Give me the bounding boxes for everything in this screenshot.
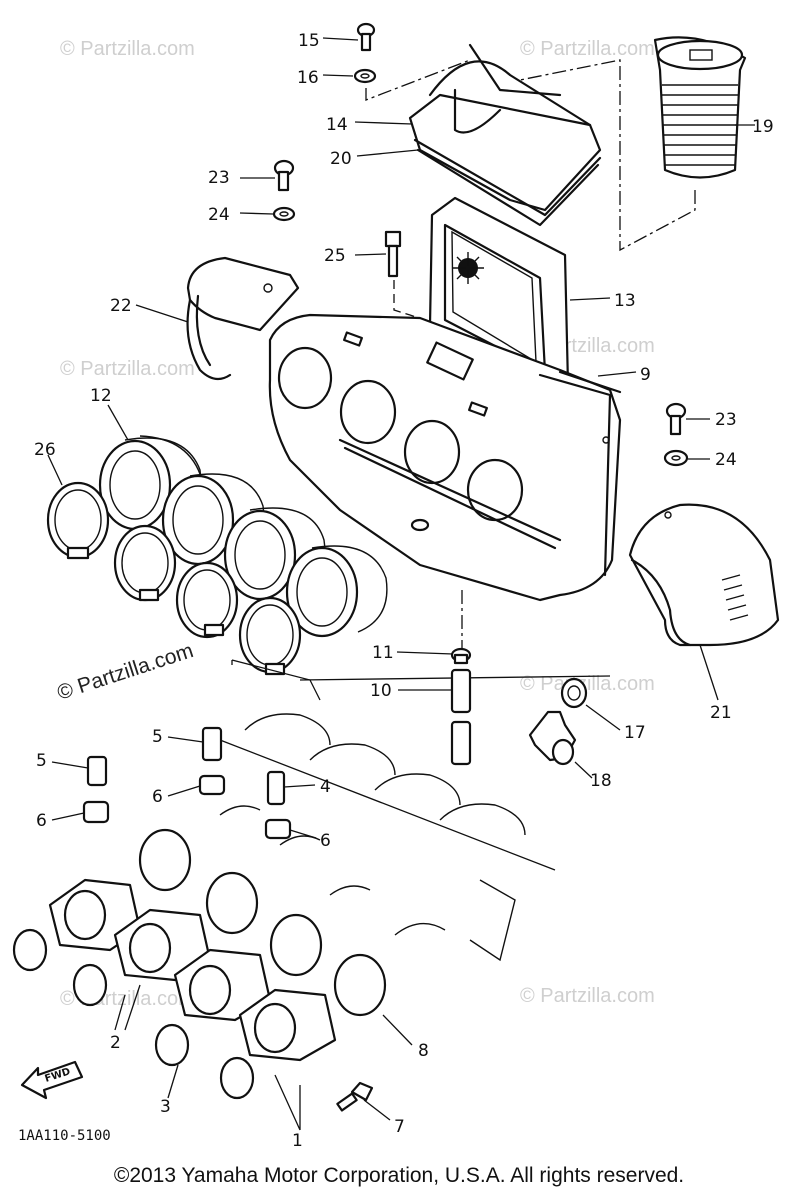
cover-14: [408, 43, 602, 227]
filter-mark-icon: [452, 252, 484, 284]
cover-21: [628, 503, 780, 647]
watermark: © Partzilla.com: [60, 38, 195, 60]
callout-23-left: 23: [208, 168, 230, 188]
callout-9: 9: [640, 365, 651, 385]
callout-17: 17: [624, 723, 646, 743]
screw-23-left: [273, 159, 295, 192]
clip-6-right: [264, 818, 292, 840]
clip-6-center: [198, 774, 226, 796]
cap-5-center: [201, 726, 223, 762]
watermark: © Partzilla.com: [520, 985, 655, 1007]
callout-numbers: 15 16 14 20 19 23 24 25 13 22 9 12 23 24…: [34, 31, 774, 1151]
cap-17: [560, 677, 588, 709]
callout-18: 18: [590, 771, 612, 791]
callout-4: 4: [320, 777, 331, 797]
screw-7: [336, 1081, 374, 1112]
nut-24-left: [272, 206, 296, 222]
watermark: © Partzilla.com: [520, 673, 655, 695]
elbow-18: [528, 710, 577, 766]
clip-11: [450, 647, 472, 665]
watermark: © Partzilla.com: [60, 358, 195, 380]
callout-6-center: 6: [152, 787, 163, 807]
callout-24-left: 24: [208, 205, 230, 225]
callout-8: 8: [418, 1041, 429, 1061]
callout-16: 16: [297, 68, 319, 88]
callout-22: 22: [110, 296, 132, 316]
callout-5-center: 5: [152, 727, 163, 747]
callout-6-right: 6: [320, 831, 331, 851]
callout-12: 12: [90, 386, 112, 406]
diagram-code: 1AA110-5100: [18, 1128, 111, 1144]
callout-20: 20: [330, 149, 352, 169]
callout-13: 13: [614, 291, 636, 311]
screw-23-right: [665, 402, 687, 436]
watermark: © Partzilla.com: [520, 38, 655, 60]
joints-12: [98, 435, 388, 638]
clamps-26: [46, 481, 302, 676]
callout-25: 25: [324, 246, 346, 266]
callout-10: 10: [370, 681, 392, 701]
carburetor-joints: [48, 828, 387, 1062]
leader-lines: [47, 37, 755, 1131]
cap-5-left: [86, 755, 108, 787]
callout-26: 26: [34, 440, 56, 460]
engine-ports-outline: [219, 713, 526, 962]
callout-6-left: 6: [36, 811, 47, 831]
bolt-25: [384, 230, 402, 278]
callout-11: 11: [372, 643, 394, 663]
callout-7: 7: [394, 1117, 405, 1137]
copyright-notice: ©2013 Yamaha Motor Corporation, U.S.A. A…: [113, 1164, 685, 1187]
callout-1: 1: [292, 1131, 303, 1151]
fitting-4: [266, 770, 286, 806]
bracket-22: [186, 256, 300, 381]
air-box-9: [268, 313, 622, 602]
forward-arrow-icon: FWD: [20, 1060, 84, 1100]
clip-6-left: [82, 800, 110, 824]
callout-5-left: 5: [36, 751, 47, 771]
watermark-dark: © Partzilla.com: [54, 639, 196, 705]
washer-16: [353, 68, 377, 84]
drain-hose-10: [450, 668, 472, 766]
callout-21: 21: [710, 703, 732, 723]
callout-2: 2: [110, 1033, 121, 1053]
callout-14: 14: [326, 115, 348, 135]
screw-15: [356, 22, 376, 52]
callout-24-right: 24: [715, 450, 737, 470]
nut-24-right: [663, 449, 689, 467]
callout-3: 3: [160, 1097, 171, 1117]
callout-15: 15: [298, 31, 320, 51]
callout-23-right: 23: [715, 410, 737, 430]
o-rings-3: [12, 928, 255, 1100]
callout-19: 19: [752, 117, 774, 137]
intake-duct-19: [653, 36, 747, 179]
